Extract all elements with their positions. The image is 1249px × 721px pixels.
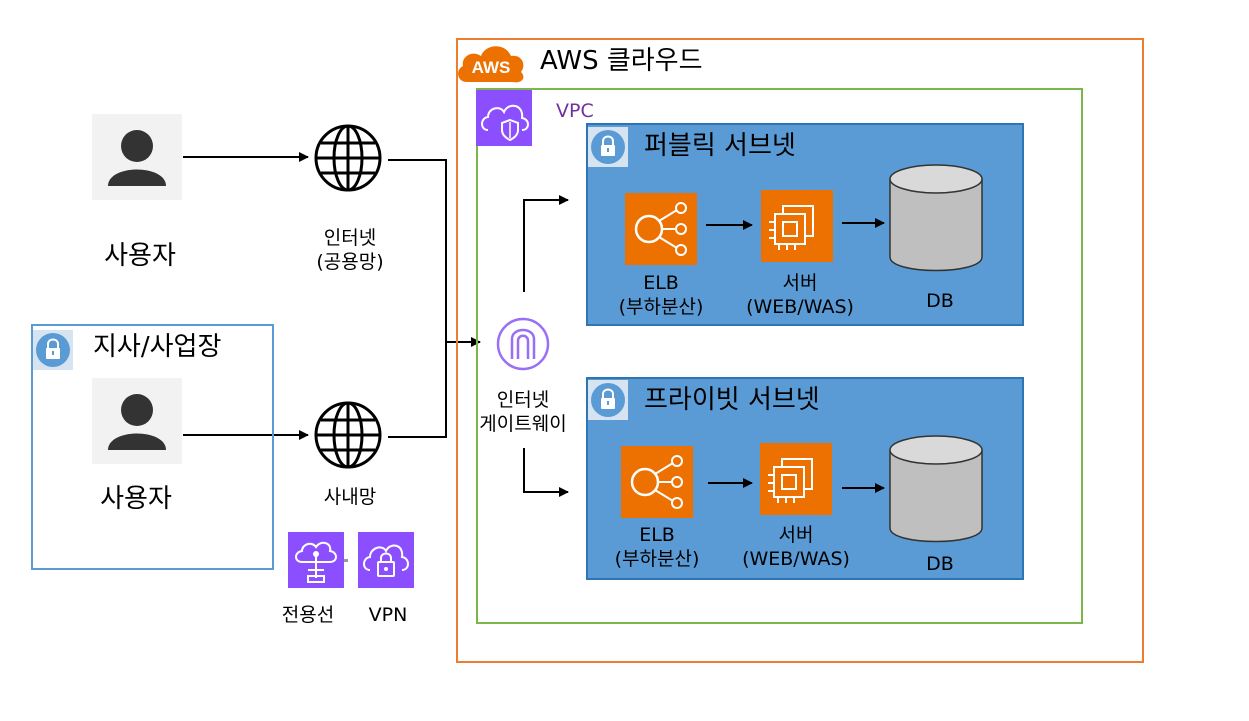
private-server-subtitle: (WEB/WAS) (742, 547, 850, 570)
branch-user-label: 사용자 (100, 484, 172, 514)
internet-gateway-line1: 인터넷 (496, 389, 550, 411)
internet-globe-icon (313, 123, 383, 193)
public-elb-title: ELB (643, 272, 679, 294)
branch-title: 지사/사업장 (93, 332, 222, 362)
connector-dot (344, 559, 348, 562)
aws-badge-text: AWS (471, 58, 511, 77)
vpc-shield-icon (476, 90, 532, 146)
private-subnet-title: 프라이빗 서브넷 (644, 385, 820, 415)
internet-label: 인터넷 (공용망) (300, 227, 400, 275)
private-server-title: 서버 (778, 524, 814, 546)
arrow-gateway-to-private (523, 448, 569, 497)
private-subnet-lock-icon (588, 380, 628, 420)
public-elb-icon (625, 193, 697, 265)
arrow-gateway-to-public (523, 195, 569, 292)
vpn-label: VPN (368, 604, 408, 626)
private-db-icon (888, 434, 984, 544)
public-subnet-title: 퍼블릭 서브넷 (644, 131, 796, 161)
private-elb-subtitle: (부하분산) (614, 547, 700, 570)
user-top-label: 사용자 (104, 241, 176, 271)
internet-gateway-label: 인터넷 게이트웨이 (462, 389, 584, 437)
aws-cloud-container (456, 38, 1144, 663)
private-server-label: 서버 (WEB/WAS) (733, 524, 859, 572)
public-elb-label: ELB (부하분산) (605, 272, 717, 320)
private-elb-label: ELB (부하분산) (601, 524, 713, 572)
public-server-subtitle: (WEB/WAS) (746, 295, 854, 318)
branch-office-container (31, 324, 274, 570)
private-db-label: DB (926, 553, 954, 575)
public-subnet-lock-icon (588, 127, 628, 167)
private-elb-title: ELB (639, 524, 675, 546)
public-server-title: 서버 (782, 272, 818, 294)
line-intranet-to-gateway (388, 342, 447, 438)
direct-connect-label: 전용선 (281, 604, 335, 626)
internet-line2: (공용망) (316, 250, 384, 273)
private-elb-icon (621, 446, 693, 518)
vpc-label: VPC (556, 100, 594, 122)
line-internet-to-gateway (388, 159, 447, 342)
user-top-icon (92, 114, 182, 200)
vpn-icon (358, 532, 414, 588)
aws-logo-icon: AWS (455, 40, 527, 84)
intranet-label: 사내망 (323, 486, 377, 508)
internet-line1: 인터넷 (323, 227, 377, 249)
public-elb-subtitle: (부하분산) (618, 295, 704, 318)
direct-connect-icon (288, 532, 344, 588)
public-db-label: DB (926, 290, 954, 312)
internet-gateway-line2: 게이트웨이 (479, 412, 567, 435)
public-server-icon (761, 190, 833, 262)
public-db-icon (888, 163, 984, 273)
internet-gateway-icon (494, 315, 552, 373)
branch-user-icon (92, 378, 182, 464)
private-server-icon (760, 443, 832, 515)
branch-lock-icon (33, 330, 73, 370)
intranet-globe-icon (313, 400, 383, 470)
public-server-label: 서버 (WEB/WAS) (737, 272, 863, 320)
vpc-container (476, 88, 1083, 624)
aws-cloud-title: AWS 클라우드 (540, 46, 703, 76)
